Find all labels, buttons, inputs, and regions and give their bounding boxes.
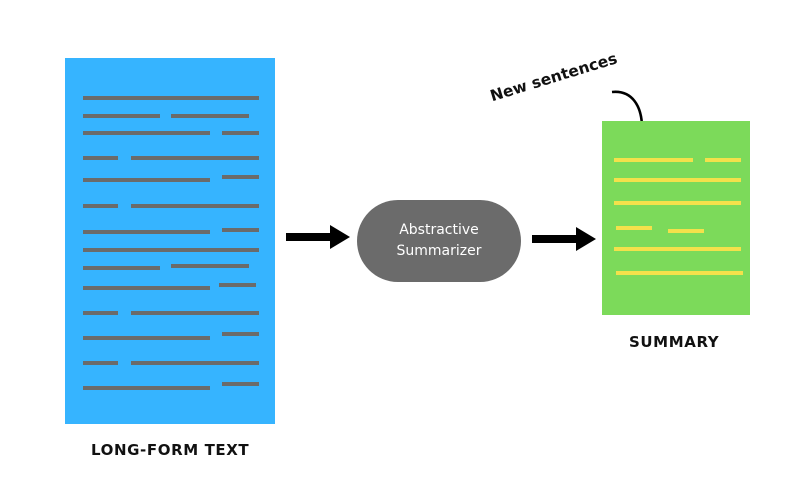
summarizer-label-line-2: Summarizer — [396, 243, 482, 259]
document-text-line — [83, 156, 118, 160]
document-text-line — [83, 178, 210, 182]
document-text-line — [83, 114, 160, 118]
document-text-line — [171, 264, 249, 268]
document-text-line — [83, 266, 160, 270]
new-sentences-annotation: New sentences — [488, 49, 620, 106]
document-text-line — [222, 332, 259, 336]
document-text-line — [222, 228, 259, 232]
summary-text-line — [614, 178, 741, 182]
long-form-text-caption: LONG-FORM TEXT — [91, 441, 250, 459]
abstractive-summarizer-node: Abstractive Summarizer — [357, 200, 521, 282]
long-form-document — [65, 58, 275, 424]
summary-text-line — [616, 271, 743, 275]
document-text-line — [222, 131, 259, 135]
document-text-line — [131, 311, 259, 315]
document-text-line — [171, 114, 249, 118]
document-text-line — [83, 386, 210, 390]
document-text-line — [222, 382, 259, 386]
summary-text-line — [614, 158, 693, 162]
document-text-line — [83, 361, 118, 365]
document-text-line — [83, 311, 118, 315]
summary-text-line — [614, 247, 741, 251]
document-text-line — [83, 131, 210, 135]
right-arrow-icon — [532, 227, 596, 251]
document-text-line — [131, 204, 259, 208]
document-text-line — [83, 230, 210, 234]
summary-text-line — [614, 201, 741, 205]
summary-text-line — [705, 158, 741, 162]
summarizer-label-line-1: Abstractive — [399, 222, 479, 238]
summary-text-line — [668, 229, 704, 233]
document-text-line — [83, 286, 210, 290]
document-text-line — [131, 361, 259, 365]
document-text-line — [219, 283, 256, 287]
summary-document — [602, 121, 750, 315]
summary-caption: SUMMARY — [629, 333, 720, 351]
summary-text-line — [616, 226, 652, 230]
document-text-line — [222, 175, 259, 179]
document-text-line — [83, 248, 259, 252]
document-text-line — [83, 336, 210, 340]
right-arrow-icon — [286, 225, 350, 249]
document-text-line — [83, 96, 259, 100]
document-text-line — [131, 156, 259, 160]
document-text-line — [83, 204, 118, 208]
